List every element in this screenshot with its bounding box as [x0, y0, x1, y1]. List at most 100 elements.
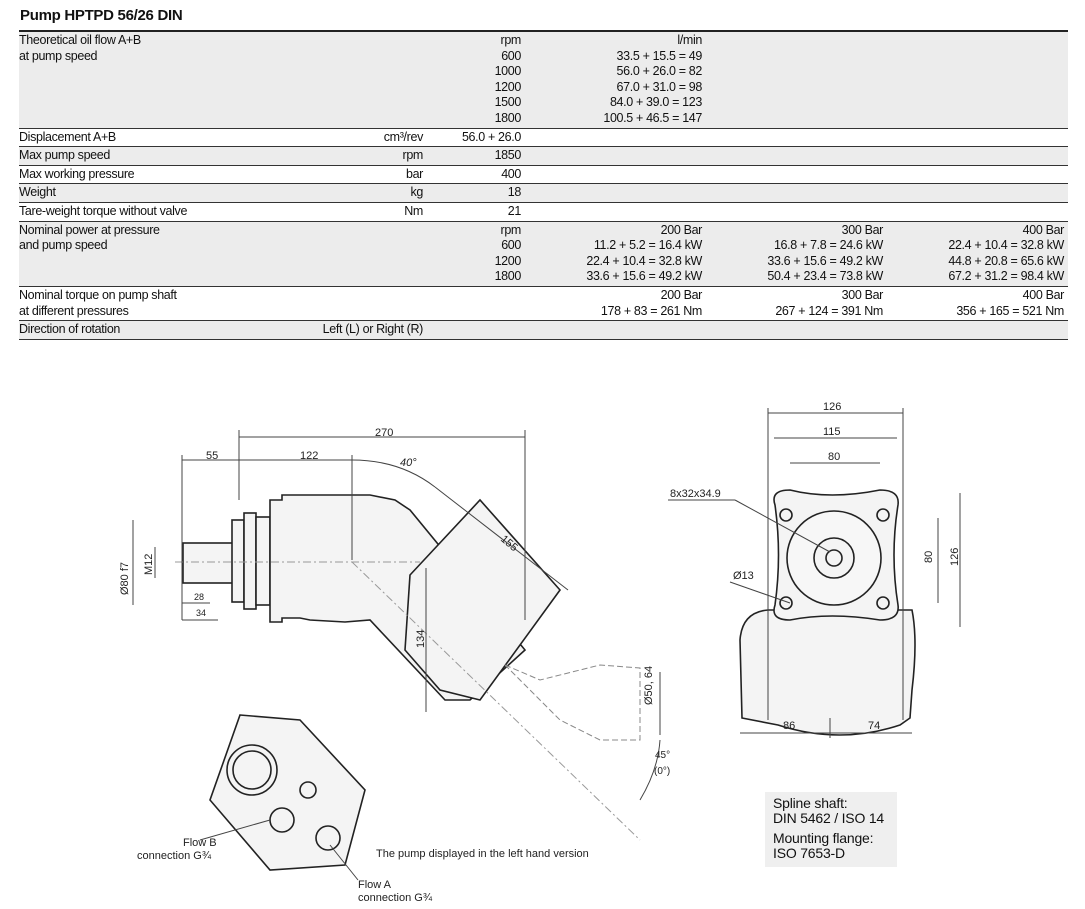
- dim-134: 134: [415, 630, 427, 648]
- dim-m12: M12: [143, 554, 155, 575]
- row-label: Direction of rotation: [19, 322, 121, 337]
- note-line: ISO 7653-D: [773, 845, 845, 861]
- dim-86: 86: [783, 720, 795, 732]
- cell: 16.8 + 7.8 = 24.6 kW: [773, 238, 883, 253]
- row-tare-torque: Tare-weight torque without valve Nm 21: [19, 203, 1068, 222]
- dim-126-side: 126: [949, 548, 961, 566]
- unit: cm³/rev: [383, 129, 424, 144]
- cell: 1800: [494, 269, 522, 284]
- cell: 22.4 + 10.4 = 32.8 kW: [948, 238, 1064, 253]
- value: 1850: [494, 148, 522, 163]
- cell: 50.4 + 23.4 = 73.8 kW: [767, 269, 883, 284]
- spline-label: 8x32x34.9: [670, 488, 721, 500]
- unit: bar: [405, 166, 423, 181]
- flow-b-connection: connection G¾: [137, 850, 212, 862]
- cell: 44.8 + 20.8 = 65.6 kW: [948, 253, 1064, 268]
- flow-a-connection: connection G¾: [358, 892, 433, 904]
- row-label: at different pressures: [19, 303, 129, 318]
- pump-front-view: [739, 489, 916, 736]
- dim-80-top: 80: [828, 451, 840, 463]
- cell: 33.6 + 15.6 = 49.2 kW: [767, 253, 883, 268]
- angle-40: 40°: [400, 457, 417, 469]
- row-label: at pump speed: [19, 48, 98, 63]
- cell: 400 Bar: [1022, 222, 1065, 237]
- dim-126-top: 126: [823, 401, 841, 413]
- cell: 67.0 + 31.0 = 98: [616, 79, 703, 94]
- cell: 11.2 + 5.2 = 16.4 kW: [593, 238, 702, 253]
- drawing-caption: The pump displayed in the left hand vers…: [376, 848, 589, 860]
- cell: 300 Bar: [841, 287, 884, 302]
- cell: 300 Bar: [841, 222, 884, 237]
- row-label: Max working pressure: [19, 166, 135, 181]
- cell: 33.6 + 15.6 = 49.2 kW: [586, 269, 702, 284]
- row-weight: Weight kg 18: [19, 184, 1068, 203]
- spec-note-box: Spline shaft: DIN 5462 / ISO 14 Mounting…: [765, 792, 897, 867]
- cell: 356 + 165 = 521 Nm: [956, 303, 1064, 318]
- row-label: and pump speed: [19, 238, 108, 253]
- dim-115: 115: [823, 426, 841, 438]
- cell: 67.2 + 31.2 = 98.4 kW: [948, 269, 1064, 284]
- cell: l/min: [677, 33, 702, 47]
- note-line: DIN 5462 / ISO 14: [773, 810, 884, 826]
- dim-d50: Ø50, 64: [643, 666, 655, 705]
- row-rotation: Direction of rotation Left (L) or Right …: [19, 321, 1068, 340]
- value: 21: [507, 203, 522, 218]
- dim-74: 74: [868, 720, 880, 732]
- dim-55: 55: [206, 450, 218, 462]
- angle-0: (0°): [654, 766, 670, 777]
- row-label: Tare-weight torque without valve: [19, 203, 188, 218]
- unit: Nm: [404, 203, 423, 218]
- cell: 200 Bar: [660, 222, 703, 237]
- dim-122: 122: [300, 450, 318, 462]
- cell: 84.0 + 39.0 = 123: [609, 95, 702, 110]
- value: Left (L) or Right (R): [322, 322, 424, 337]
- cell: rpm: [500, 33, 522, 47]
- cell: 267 + 124 = 391 Nm: [775, 303, 883, 318]
- pump-side-view: [182, 494, 562, 701]
- dim-80-side: 80: [923, 551, 935, 563]
- page-title: Pump HPTPD 56/26 DIN: [20, 7, 183, 24]
- row-label: Nominal power at pressure: [19, 222, 160, 237]
- cell: 22.4 + 10.4 = 32.8 kW: [586, 253, 702, 268]
- cell: 100.5 + 46.5 = 147: [603, 110, 702, 125]
- cell: rpm: [500, 222, 522, 237]
- row-max-speed: Max pump speed rpm 1850: [19, 147, 1068, 166]
- row-label: Displacement A+B: [19, 129, 116, 144]
- angle-45: 45°: [655, 750, 670, 761]
- dim-34: 34: [196, 608, 206, 618]
- unit: kg: [410, 185, 423, 200]
- note-line: Spline shaft:: [773, 795, 848, 811]
- row-max-pressure: Max working pressure bar 400: [19, 166, 1068, 185]
- value: 56.0 + 26.0: [461, 129, 521, 144]
- hole-diameter: Ø13: [733, 570, 754, 582]
- cell: 1500: [494, 95, 522, 110]
- cell: 600: [501, 238, 521, 253]
- row-label: Max pump speed: [19, 148, 110, 163]
- row-label: Nominal torque on pump shaft: [19, 287, 177, 302]
- dim-d80f7: Ø80 f7: [119, 562, 131, 595]
- cell: 178 + 83 = 261 Nm: [600, 303, 702, 318]
- value: 18: [507, 185, 522, 200]
- row-label: Weight: [19, 185, 56, 200]
- flow-a-label: Flow A: [358, 879, 392, 891]
- cell: 200 Bar: [660, 287, 703, 302]
- cell: 56.0 + 26.0 = 82: [616, 64, 703, 79]
- cell: 1200: [494, 79, 522, 94]
- cell: 1200: [494, 253, 522, 268]
- dim-270: 270: [375, 427, 393, 439]
- value: 400: [501, 166, 521, 181]
- cell: 1800: [494, 110, 522, 125]
- port-flange-view: [209, 714, 366, 871]
- dim-28: 28: [194, 592, 204, 602]
- flow-b-label: Flow B: [183, 837, 217, 849]
- cell: 33.5 + 15.5 = 49: [616, 48, 703, 63]
- cell: 1000: [494, 64, 522, 79]
- row-label: Theoretical oil flow A+B: [19, 33, 141, 47]
- unit: rpm: [402, 148, 424, 163]
